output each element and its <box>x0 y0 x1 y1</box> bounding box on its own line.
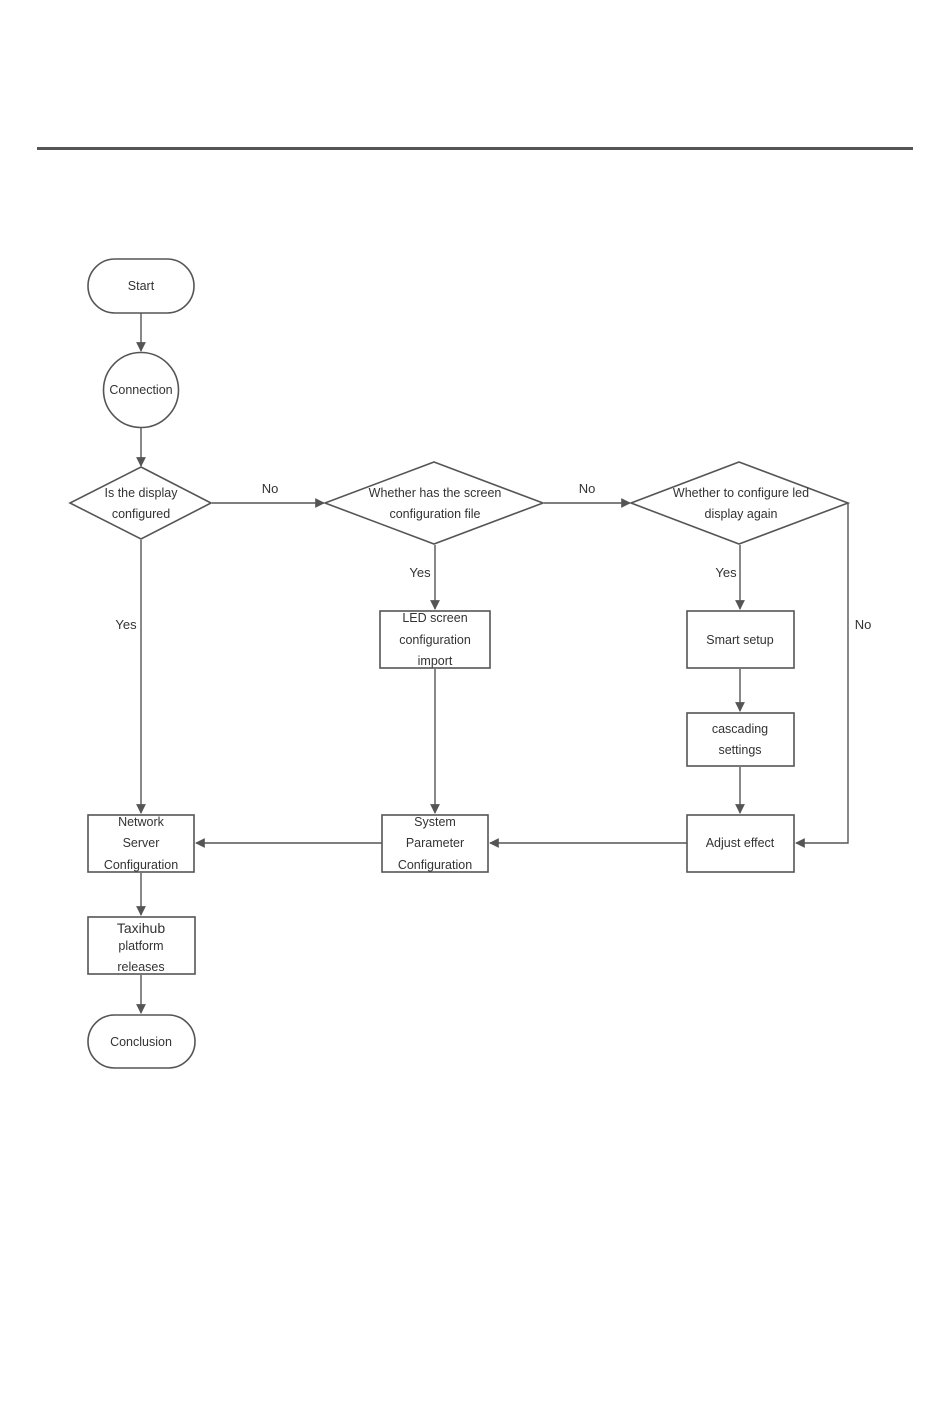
node-network-server-line2: Server <box>123 836 160 850</box>
node-decision-configure-again-line1: Whether to configure led <box>673 486 809 500</box>
node-taxihub-line1: Taxihub <box>117 920 165 936</box>
edge-label-no-3: No <box>855 617 872 632</box>
node-taxihub: Taxihub platform releases <box>87 916 196 975</box>
header-rule <box>37 147 913 150</box>
node-decision-is-configured: Is the display configured <box>68 466 213 540</box>
edge-label-no-2: No <box>579 481 596 496</box>
node-cascading-line1: cascading <box>712 722 768 736</box>
node-led-import-line2: configuration <box>399 633 471 647</box>
edge-decision3-adjust <box>795 503 849 848</box>
node-adjust-effect-label: Adjust effect <box>706 836 775 850</box>
node-led-import-line1: LED screen <box>402 611 467 625</box>
node-smart-setup: Smart setup <box>686 610 795 669</box>
node-decision-is-configured-line1: Is the display <box>105 486 179 500</box>
node-system-param: System Parameter Configuration <box>381 814 489 873</box>
node-connection-label: Connection <box>109 383 172 397</box>
node-smart-setup-label: Smart setup <box>706 633 773 647</box>
node-network-server-line1: Network <box>118 815 165 829</box>
edge-label-yes-3: Yes <box>715 565 737 580</box>
node-taxihub-line2: platform <box>118 939 163 953</box>
node-decision-configure-again: Whether to configure led display again <box>628 461 851 545</box>
node-system-param-line1: System <box>414 815 456 829</box>
node-network-server-line3: Configuration <box>104 858 178 872</box>
node-cascading-line2: settings <box>718 743 761 757</box>
node-decision-is-configured-line2: configured <box>112 507 170 521</box>
node-cascading: cascading settings <box>686 712 795 767</box>
node-system-param-line2: Parameter <box>406 836 464 850</box>
node-decision-configure-again-line2: display again <box>705 507 778 521</box>
node-decision-has-config-file: Whether has the screen configuration fil… <box>322 461 546 545</box>
node-system-param-line3: Configuration <box>398 858 472 872</box>
node-led-import-line3: import <box>418 654 453 668</box>
edge-label-no-1: No <box>262 481 279 496</box>
node-decision-has-config-file-line1: Whether has the screen <box>369 486 502 500</box>
node-led-import: LED screen configuration import <box>379 610 491 669</box>
node-connection: Connection <box>102 351 180 429</box>
node-adjust-effect: Adjust effect <box>686 814 795 873</box>
edges <box>136 313 849 1014</box>
node-taxihub-line3: releases <box>117 960 164 974</box>
node-decision-has-config-file-line2: configuration file <box>389 507 480 521</box>
edge-label-yes-1: Yes <box>115 617 137 632</box>
node-conclusion-label: Conclusion <box>110 1035 172 1049</box>
edge-label-yes-2: Yes <box>409 565 431 580</box>
node-start: Start <box>87 258 195 314</box>
node-start-label: Start <box>128 279 155 293</box>
node-conclusion: Conclusion <box>87 1014 196 1069</box>
edge-labels: No No No Yes Yes Yes <box>115 481 871 632</box>
node-network-server: Network Server Configuration <box>87 814 195 873</box>
